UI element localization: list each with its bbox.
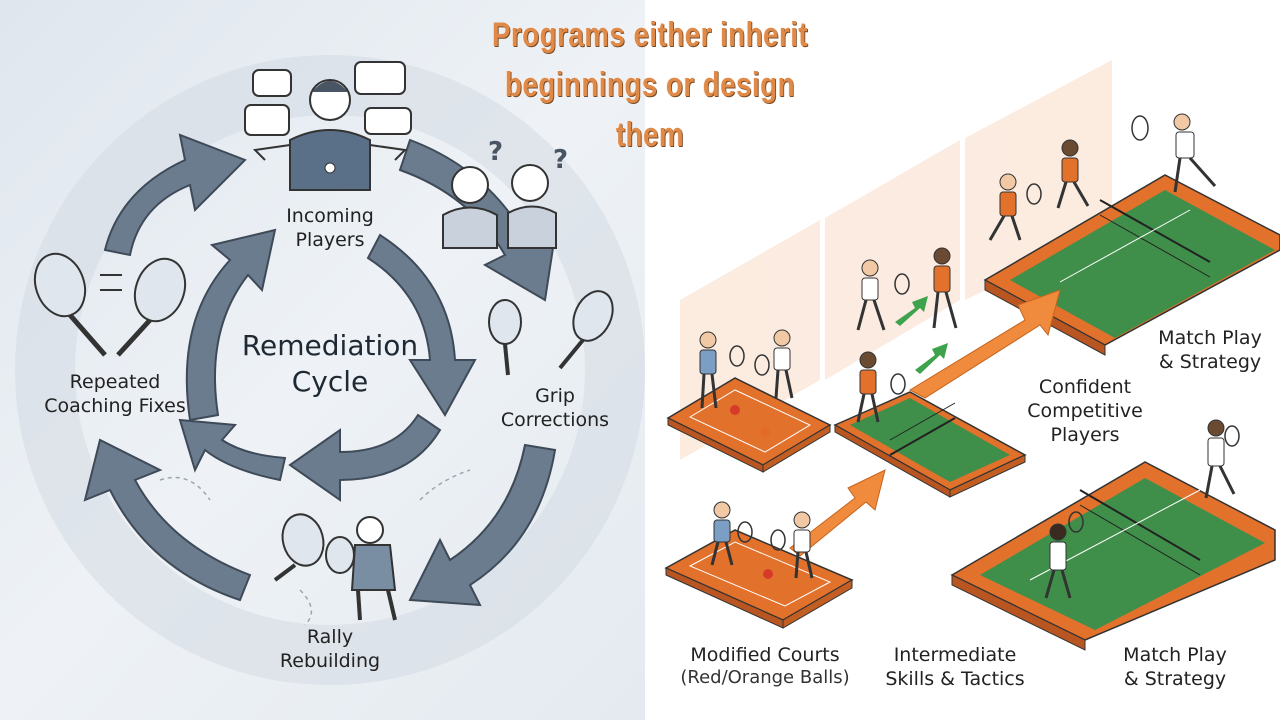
pathway-label-line: Players: [1050, 424, 1120, 446]
modified-court-upper: [666, 377, 832, 473]
pathway-label-line: & Strategy: [1158, 351, 1262, 373]
label-match-play-bottom: Match Play & Strategy: [1100, 643, 1250, 691]
cycle-graphic: ? ?: [15, 55, 645, 685]
arrow-to-repeated: [83, 438, 252, 602]
pathway-label-line: Skills & Tactics: [885, 668, 1025, 690]
coach-figure: [252, 79, 408, 191]
intermediate-court: [833, 391, 1027, 498]
label-match-play-top: Match Play & Strategy: [1135, 326, 1280, 374]
player-figure: [773, 329, 794, 399]
grip-racket-icons: [488, 290, 614, 376]
inner-arrow-2: [366, 233, 477, 417]
stage-repeated-coaching-fixes: Repeated Coaching Fixes: [25, 370, 205, 418]
modified-court-lower: [664, 529, 854, 629]
player-figure: [699, 331, 718, 409]
arrow-to-confident: [908, 289, 1061, 399]
pathway-label-line: Confident: [1038, 376, 1132, 398]
stage-label-line: Rally: [306, 626, 354, 648]
question-mark-icon: ?: [488, 137, 503, 167]
player-figure: [1173, 113, 1217, 193]
player-figure: [1204, 419, 1236, 499]
stage-rally-rebuilding: Rally Rebuilding: [255, 625, 405, 673]
pathway-label-line: & Strategy: [1123, 668, 1227, 690]
stage-label-line: Corrections: [500, 409, 610, 431]
player-figure: [710, 501, 734, 566]
stage-grip-corrections: Grip Corrections: [480, 384, 630, 432]
inner-cycle-arrows: [178, 228, 477, 502]
player-figures: [699, 113, 1236, 599]
player-figure: [793, 511, 814, 579]
stage-label-line: Repeated: [69, 371, 161, 393]
label-confident-players: Confident Competitive Players: [1005, 375, 1165, 447]
pathway-label-line: Match Play: [1123, 644, 1227, 666]
tennis-racket-icons-left: [33, 252, 187, 357]
pathway-label-line: Competitive: [1027, 400, 1143, 422]
arrow-to-grip: [398, 138, 557, 302]
rally-player-figure: [273, 513, 397, 621]
headline-line-2: beginnings or design them: [504, 66, 796, 154]
match-court-bottom: [950, 461, 1276, 651]
small-green-arrows: [895, 296, 948, 374]
tennis-racket-icons-right: [729, 115, 1240, 551]
headline-line-1: Programs either inherit: [491, 16, 809, 54]
stage-label-line: Incoming: [286, 205, 374, 227]
pathway-label-line: Intermediate: [893, 644, 1017, 666]
stage-label-line: Players: [295, 229, 365, 251]
pathway-label-line: Modified Courts: [690, 644, 840, 666]
player-figure: [1044, 523, 1072, 599]
headline: Programs either inherit beginnings or de…: [478, 10, 822, 160]
pathway-label-line: (Red/Orange Balls): [680, 667, 850, 688]
confused-players-icon: [442, 164, 557, 249]
label-intermediate-skills: Intermediate Skills & Tactics: [870, 643, 1040, 691]
player-figure: [988, 173, 1022, 241]
pathway-label-line: Match Play: [1158, 327, 1262, 349]
inner-arrow-4: [178, 418, 287, 482]
stage-label-line: Coaching Fixes: [44, 395, 186, 417]
cycle-title-line-1: Remediation: [241, 329, 419, 362]
arrow-to-incoming: [103, 133, 247, 257]
stage-label-line: Rebuilding: [279, 650, 381, 672]
player-figure: [932, 247, 958, 329]
progression-arrows: [789, 289, 1061, 557]
question-mark-icon: ?: [553, 145, 568, 175]
speech-bubble-icons: [244, 61, 412, 136]
player-figure: [856, 351, 880, 423]
cycle-title-line-2: Cycle: [291, 365, 369, 398]
stage-label-line: Grip: [535, 385, 575, 407]
stage-incoming-players: Incoming Players: [250, 204, 410, 252]
arrow-modified-to-intermediate: [789, 469, 886, 557]
arrow-to-rally: [408, 443, 557, 607]
inner-arrow-3: [288, 413, 442, 502]
player-figure: [856, 259, 886, 331]
player-figure: [1056, 139, 1090, 209]
outer-cycle-arrows: [83, 133, 557, 607]
inner-arrow-1: [185, 228, 277, 422]
cycle-title: Remediation Cycle: [200, 328, 460, 400]
label-modified-courts: Modified Courts (Red/Orange Balls): [670, 643, 860, 689]
